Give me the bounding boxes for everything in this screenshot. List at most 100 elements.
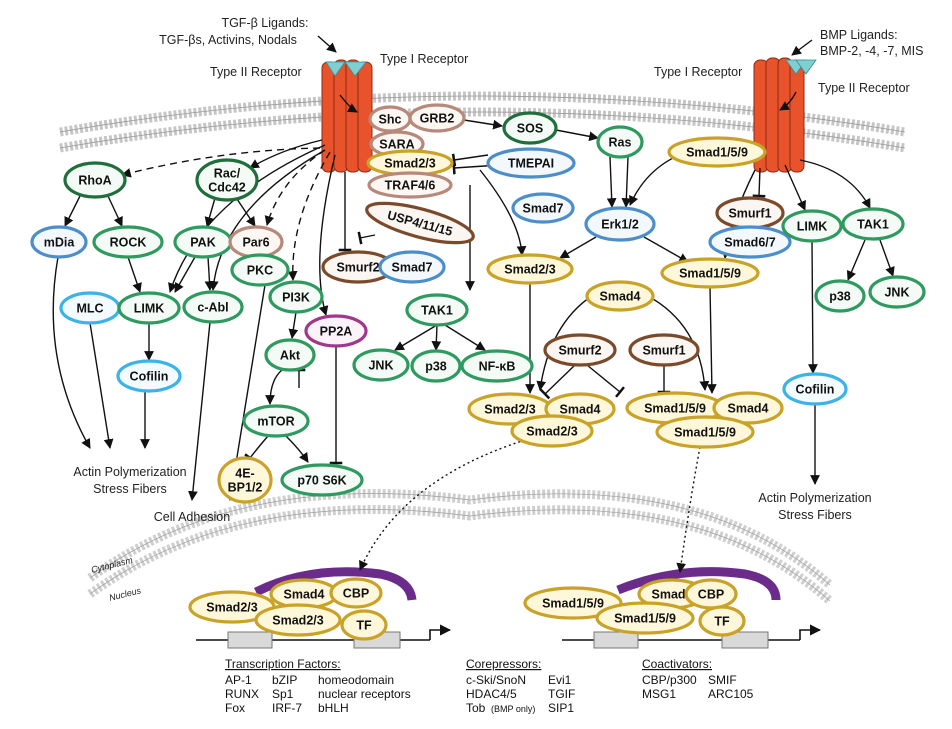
node-label-rock: ROCK	[110, 236, 147, 250]
node-akt: Akt	[264, 338, 316, 372]
bmp-ligands-label-1: BMP Ligands:	[820, 28, 898, 42]
node-n2-smad159b: Smad1/5/9	[595, 601, 695, 635]
node-p38-r: p38	[814, 279, 866, 313]
node-label-pp2a: PP2A	[320, 325, 353, 339]
node-label-cx1-a: Smad2/3	[484, 403, 535, 417]
node-nfkb: NF-κB	[460, 349, 534, 383]
node-label-tmepai: TMEPAI	[508, 157, 554, 171]
node-label-smad7-b: Smad7	[523, 202, 564, 216]
actin-right-label-1: Actin Polymerization	[758, 491, 871, 505]
edge-20	[188, 321, 211, 501]
edge-36	[606, 156, 617, 208]
node-label-n2-tf: TF	[714, 615, 730, 629]
node-smad67: Smad6/7	[708, 225, 792, 259]
node-n1-smad23b: Smad2/3	[254, 603, 342, 637]
edge-9	[64, 195, 81, 227]
node-label-smad7-a: Smad7	[392, 261, 433, 275]
node-label-sara: SARA	[379, 138, 414, 152]
cbp-arc-right	[616, 567, 781, 601]
node-n2-smad159: Smad1/5/9	[523, 586, 623, 620]
node-smad4-m: Smad4	[585, 280, 655, 312]
node-n1-smad4: Smad4	[269, 578, 339, 610]
edge-15	[204, 256, 215, 291]
node-smad23-r: Smad2/3	[366, 149, 454, 177]
node-label-n1-cbp: CBP	[343, 587, 369, 601]
edge-14	[174, 256, 196, 293]
coact-1-2: MSG1	[642, 687, 676, 701]
corep-note: (BMP only)	[491, 704, 535, 714]
edge-46	[539, 364, 576, 400]
node-par6: Par6	[228, 225, 284, 259]
node-mdia: mDia	[30, 225, 88, 259]
node-label-jnk-l: JNK	[368, 359, 393, 373]
edge-45	[706, 286, 717, 394]
edge-10	[107, 195, 123, 227]
actin-right-label-2: Stress Fibers	[778, 508, 852, 522]
node-cx2-c: Smad1/5/9	[655, 415, 755, 449]
node-limk-r: LIMK	[781, 209, 843, 243]
coact-2-1: SMIF	[708, 673, 737, 687]
cytoplasm-label: Cytoplasm	[90, 555, 134, 575]
coact-1-1: CBP/p300	[642, 673, 697, 687]
node-rock: ROCK	[92, 225, 164, 259]
node-tak1-r: TAK1	[841, 207, 905, 241]
edge-30	[394, 324, 438, 351]
node-p38-l: p38	[410, 349, 462, 383]
edge-51	[752, 167, 766, 198]
tf-title: Transcription Factors:	[225, 657, 341, 671]
cell-adhesion-label: Cell Adhesion	[154, 510, 230, 524]
node-label-smad159-m: Smad1/5/9	[679, 267, 741, 281]
node-shc: Shc	[368, 105, 412, 133]
corep-1-1: c-Ski/SnoN	[466, 673, 526, 687]
dna-right	[562, 624, 822, 649]
corep-title: Corepressors:	[466, 657, 541, 671]
node-label-rhoa: RhoA	[78, 174, 111, 188]
node-mlc: MLC	[59, 291, 121, 325]
type1-receptor-left-label: Type I Receptor	[380, 52, 468, 66]
tgf-ligands-label-2: TGF-βs, Activins, Nodals	[159, 33, 297, 47]
node-label-grb2: GRB2	[420, 112, 455, 126]
node-label-pi3k: PI3K	[282, 291, 310, 305]
node-cx2-a: Smad1/5/9	[625, 391, 725, 425]
node-label-tak1-r: TAK1	[857, 218, 889, 232]
node-label-cx1-b: Smad4	[560, 403, 601, 417]
cbp-arc-left	[253, 567, 417, 601]
type2-receptor-left-label: Type II Receptor	[210, 65, 302, 79]
node-label-cx2-a: Smad1/5/9	[644, 402, 706, 416]
node-label-mlc: MLC	[76, 302, 103, 316]
node-label-rac-1: Rac/	[214, 167, 241, 181]
edge-59	[676, 446, 701, 573]
actin-left-label-1: Actin Polymerization	[73, 465, 186, 479]
edge-33	[357, 231, 376, 245]
node-label-n1-smad23b: Smad2/3	[272, 614, 323, 628]
node-pi3k: PI3K	[268, 280, 324, 314]
node-label-n2-smad159: Smad1/5/9	[542, 597, 604, 611]
node-n1-cbp: CBP	[329, 577, 383, 609]
tf-2-3: IRF-7	[272, 701, 302, 715]
node-ebp: 4E-BP1/2	[217, 456, 273, 504]
node-cabl: c-Abl	[182, 290, 244, 324]
edge-17	[52, 256, 91, 449]
node-label-ebp-2: BP1/2	[228, 481, 263, 495]
node-tmepai: TMEPAI	[486, 147, 576, 179]
edge-28	[479, 169, 527, 256]
node-label-par6: Par6	[242, 236, 269, 250]
tf-3-1: homeodomain	[318, 673, 394, 687]
node-label-p70: p70 S6K	[297, 474, 346, 488]
tf-3-3: bHLH	[318, 701, 349, 715]
node-mtor: mTOR	[242, 404, 310, 438]
edge-6	[287, 151, 331, 281]
node-label-smad4-m: Smad4	[600, 290, 641, 304]
node-label-p38-l: p38	[425, 360, 447, 374]
coact-title: Coactivators:	[642, 657, 712, 671]
edge-18	[89, 322, 114, 449]
node-smad7-b: Smad7	[511, 192, 575, 224]
actin-left-label-2: Stress Fibers	[93, 482, 167, 496]
node-rhoa: RhoA	[63, 161, 127, 199]
node-smurf1-c: Smurf1	[715, 196, 785, 230]
edge-4	[208, 149, 326, 291]
edge-1	[121, 147, 321, 178]
